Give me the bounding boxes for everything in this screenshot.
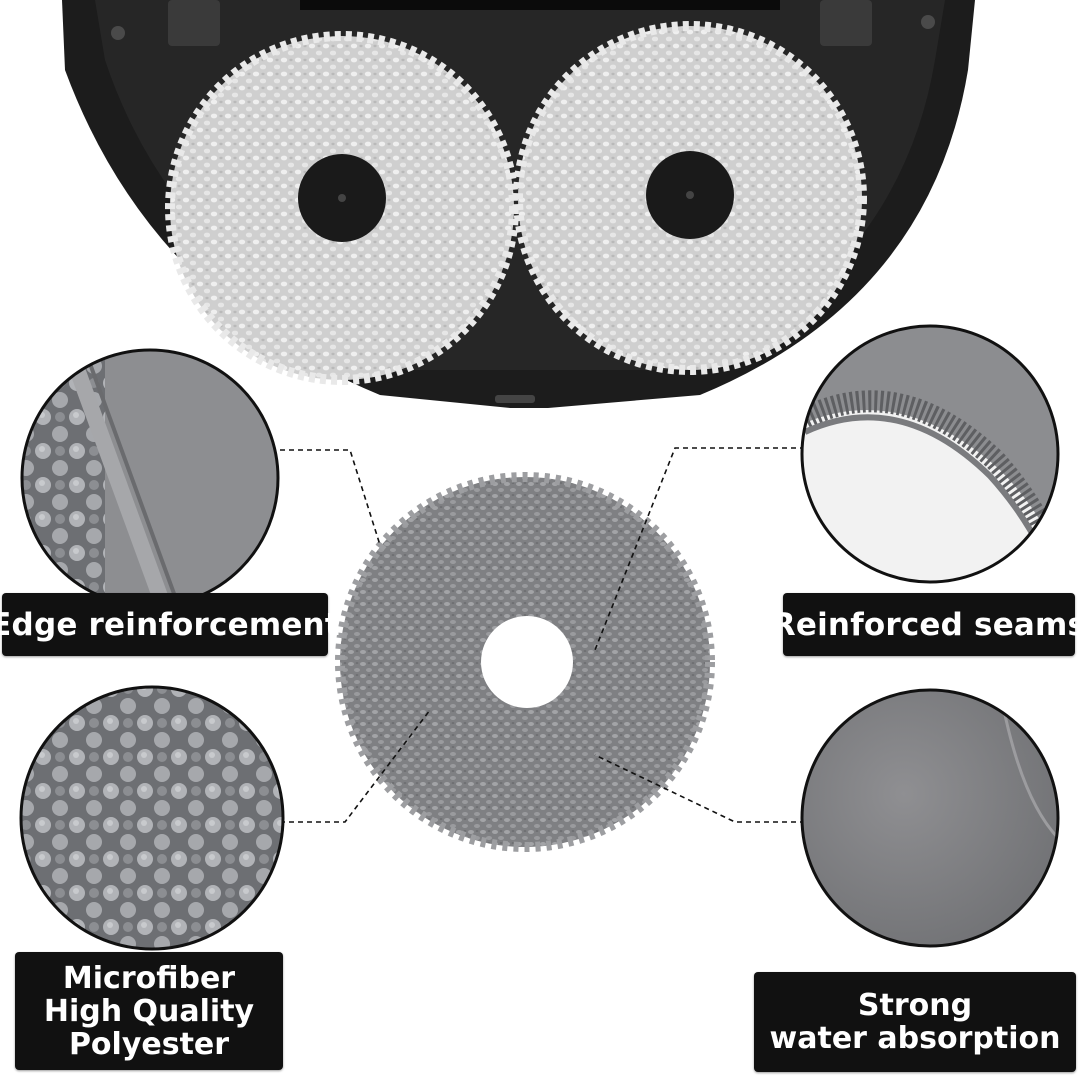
detail-circle-microfiber [19,685,285,951]
mop-pad-left-installed [165,31,519,385]
label-microfiber-line-2: High Quality [43,993,255,1029]
label-reinforced-seams-text: Reinforced seams [771,606,1080,643]
label-water-absorption-line-2: water absorption [769,1021,1061,1056]
mop-pad-center [335,472,715,852]
label-microfiber-line-1: Microfiber [62,960,236,996]
detail-circle-seams [800,324,1060,584]
detail-circle-absorption [800,688,1060,948]
label-microfiber: Microfiber High Quality Polyester [15,952,283,1070]
detail-circle-edge [20,348,280,608]
label-reinforced-seams: Reinforced seams [772,593,1080,656]
label-water-absorption: Strong water absorption [754,972,1076,1072]
callout-lines [280,447,805,823]
leader-line-edge [280,449,381,546]
mop-pad-right-installed [513,21,867,375]
label-edge-reinforcement: Edge reinforcement [0,593,340,656]
label-water-absorption-line-1: Strong [857,988,973,1023]
leader-line-microfiber [280,709,431,823]
label-microfiber-line-3: Polyester [68,1026,230,1062]
leader-line-absorption [594,754,805,823]
label-edge-reinforcement-text: Edge reinforcement [0,606,340,643]
leader-line-seams [594,447,805,651]
